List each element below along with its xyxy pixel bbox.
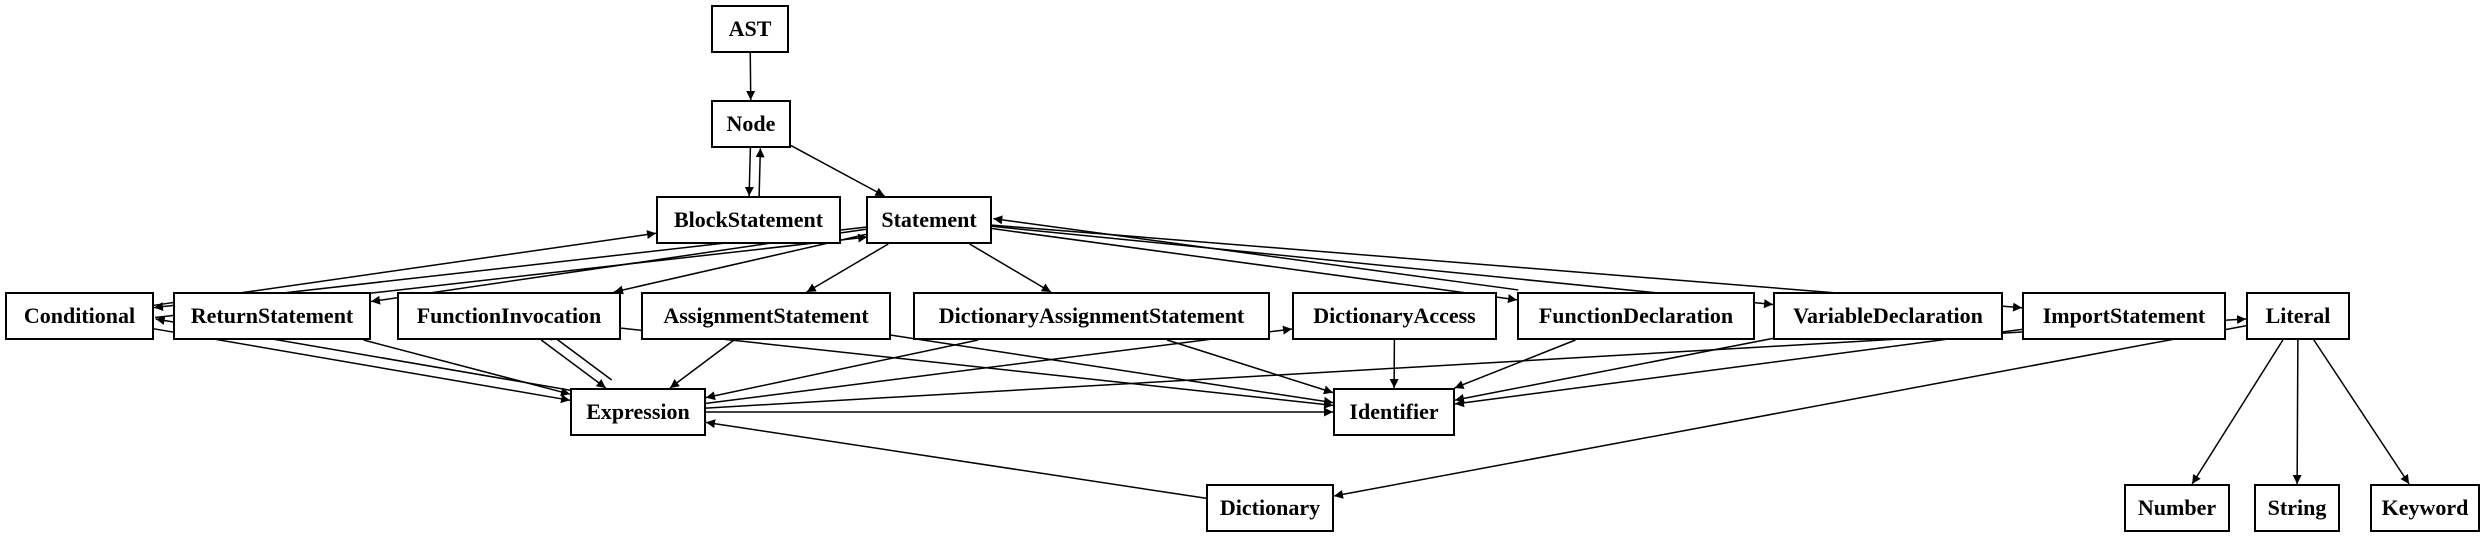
node-import-statement[interactable]: ImportStatement xyxy=(2022,292,2226,340)
edge-literal-to-number xyxy=(2191,339,2284,485)
edge-dictionary-to-expression xyxy=(705,419,1207,500)
edge-statement-to-function-declaration xyxy=(991,227,1518,304)
edge-assignment-statement-to-identifier xyxy=(890,334,1334,406)
edge-conditional-to-expression xyxy=(153,328,571,404)
node-expression[interactable]: Expression xyxy=(570,388,706,436)
edge-import-statement-to-identifier xyxy=(1454,328,2023,408)
node-ast[interactable]: AST xyxy=(711,5,789,53)
node-return-statement[interactable]: ReturnStatement xyxy=(173,292,371,340)
node-string[interactable]: String xyxy=(2254,484,2340,532)
node-conditional[interactable]: Conditional xyxy=(5,292,154,340)
node-statement[interactable]: Statement xyxy=(866,196,992,244)
node-variable-declaration[interactable]: VariableDeclaration xyxy=(1773,292,2003,340)
node-node[interactable]: Node xyxy=(711,100,791,148)
node-keyword[interactable]: Keyword xyxy=(2370,484,2480,532)
edge-function-declaration-to-identifier xyxy=(1454,339,1576,389)
edge-variable-declaration-to-identifier xyxy=(1454,337,1774,403)
node-dictionary-assignment-statement[interactable]: DictionaryAssignmentStatement xyxy=(913,292,1270,340)
edge-expression-to-dictionary-access xyxy=(705,325,1293,405)
edge-return-statement-to-expression xyxy=(363,339,571,397)
edge-node-to-statement xyxy=(790,144,885,197)
edge-statement-to-variable-declaration xyxy=(991,225,1774,309)
edge-statement-to-assignment-statement xyxy=(806,243,889,293)
edge-block-statement-to-node xyxy=(755,148,765,197)
edge-literal-to-dictionary xyxy=(1333,324,2247,499)
edge-dictionary-assignment-statement-to-expression xyxy=(705,339,979,401)
node-dictionary-access[interactable]: DictionaryAccess xyxy=(1292,292,1497,340)
node-dictionary[interactable]: Dictionary xyxy=(1206,484,1334,532)
edge-statement-to-dictionary-assignment-statement xyxy=(969,243,1052,293)
edge-dictionary-assignment-statement-to-identifier xyxy=(1166,339,1334,395)
node-identifier[interactable]: Identifier xyxy=(1333,388,1455,436)
edge-assignment-statement-to-expression xyxy=(669,339,735,389)
edge-statement-to-function-invocation xyxy=(613,233,867,295)
node-number[interactable]: Number xyxy=(2124,484,2230,532)
edge-function-invocation-to-expression xyxy=(540,339,607,389)
node-assignment-statement[interactable]: AssignmentStatement xyxy=(641,292,891,340)
edge-literal-to-keyword xyxy=(2313,339,2410,485)
node-function-declaration[interactable]: FunctionDeclaration xyxy=(1517,292,1755,340)
edge-function-declaration-to-statement xyxy=(993,215,1519,291)
edge-node-to-block-statement xyxy=(744,147,754,197)
node-block-statement[interactable]: BlockStatement xyxy=(656,196,841,244)
node-literal[interactable]: Literal xyxy=(2246,292,2350,340)
edge-function-invocation-to-identifier xyxy=(620,327,1334,409)
node-function-invocation[interactable]: FunctionInvocation xyxy=(397,292,621,340)
edge-literal-to-string xyxy=(2292,339,2302,485)
